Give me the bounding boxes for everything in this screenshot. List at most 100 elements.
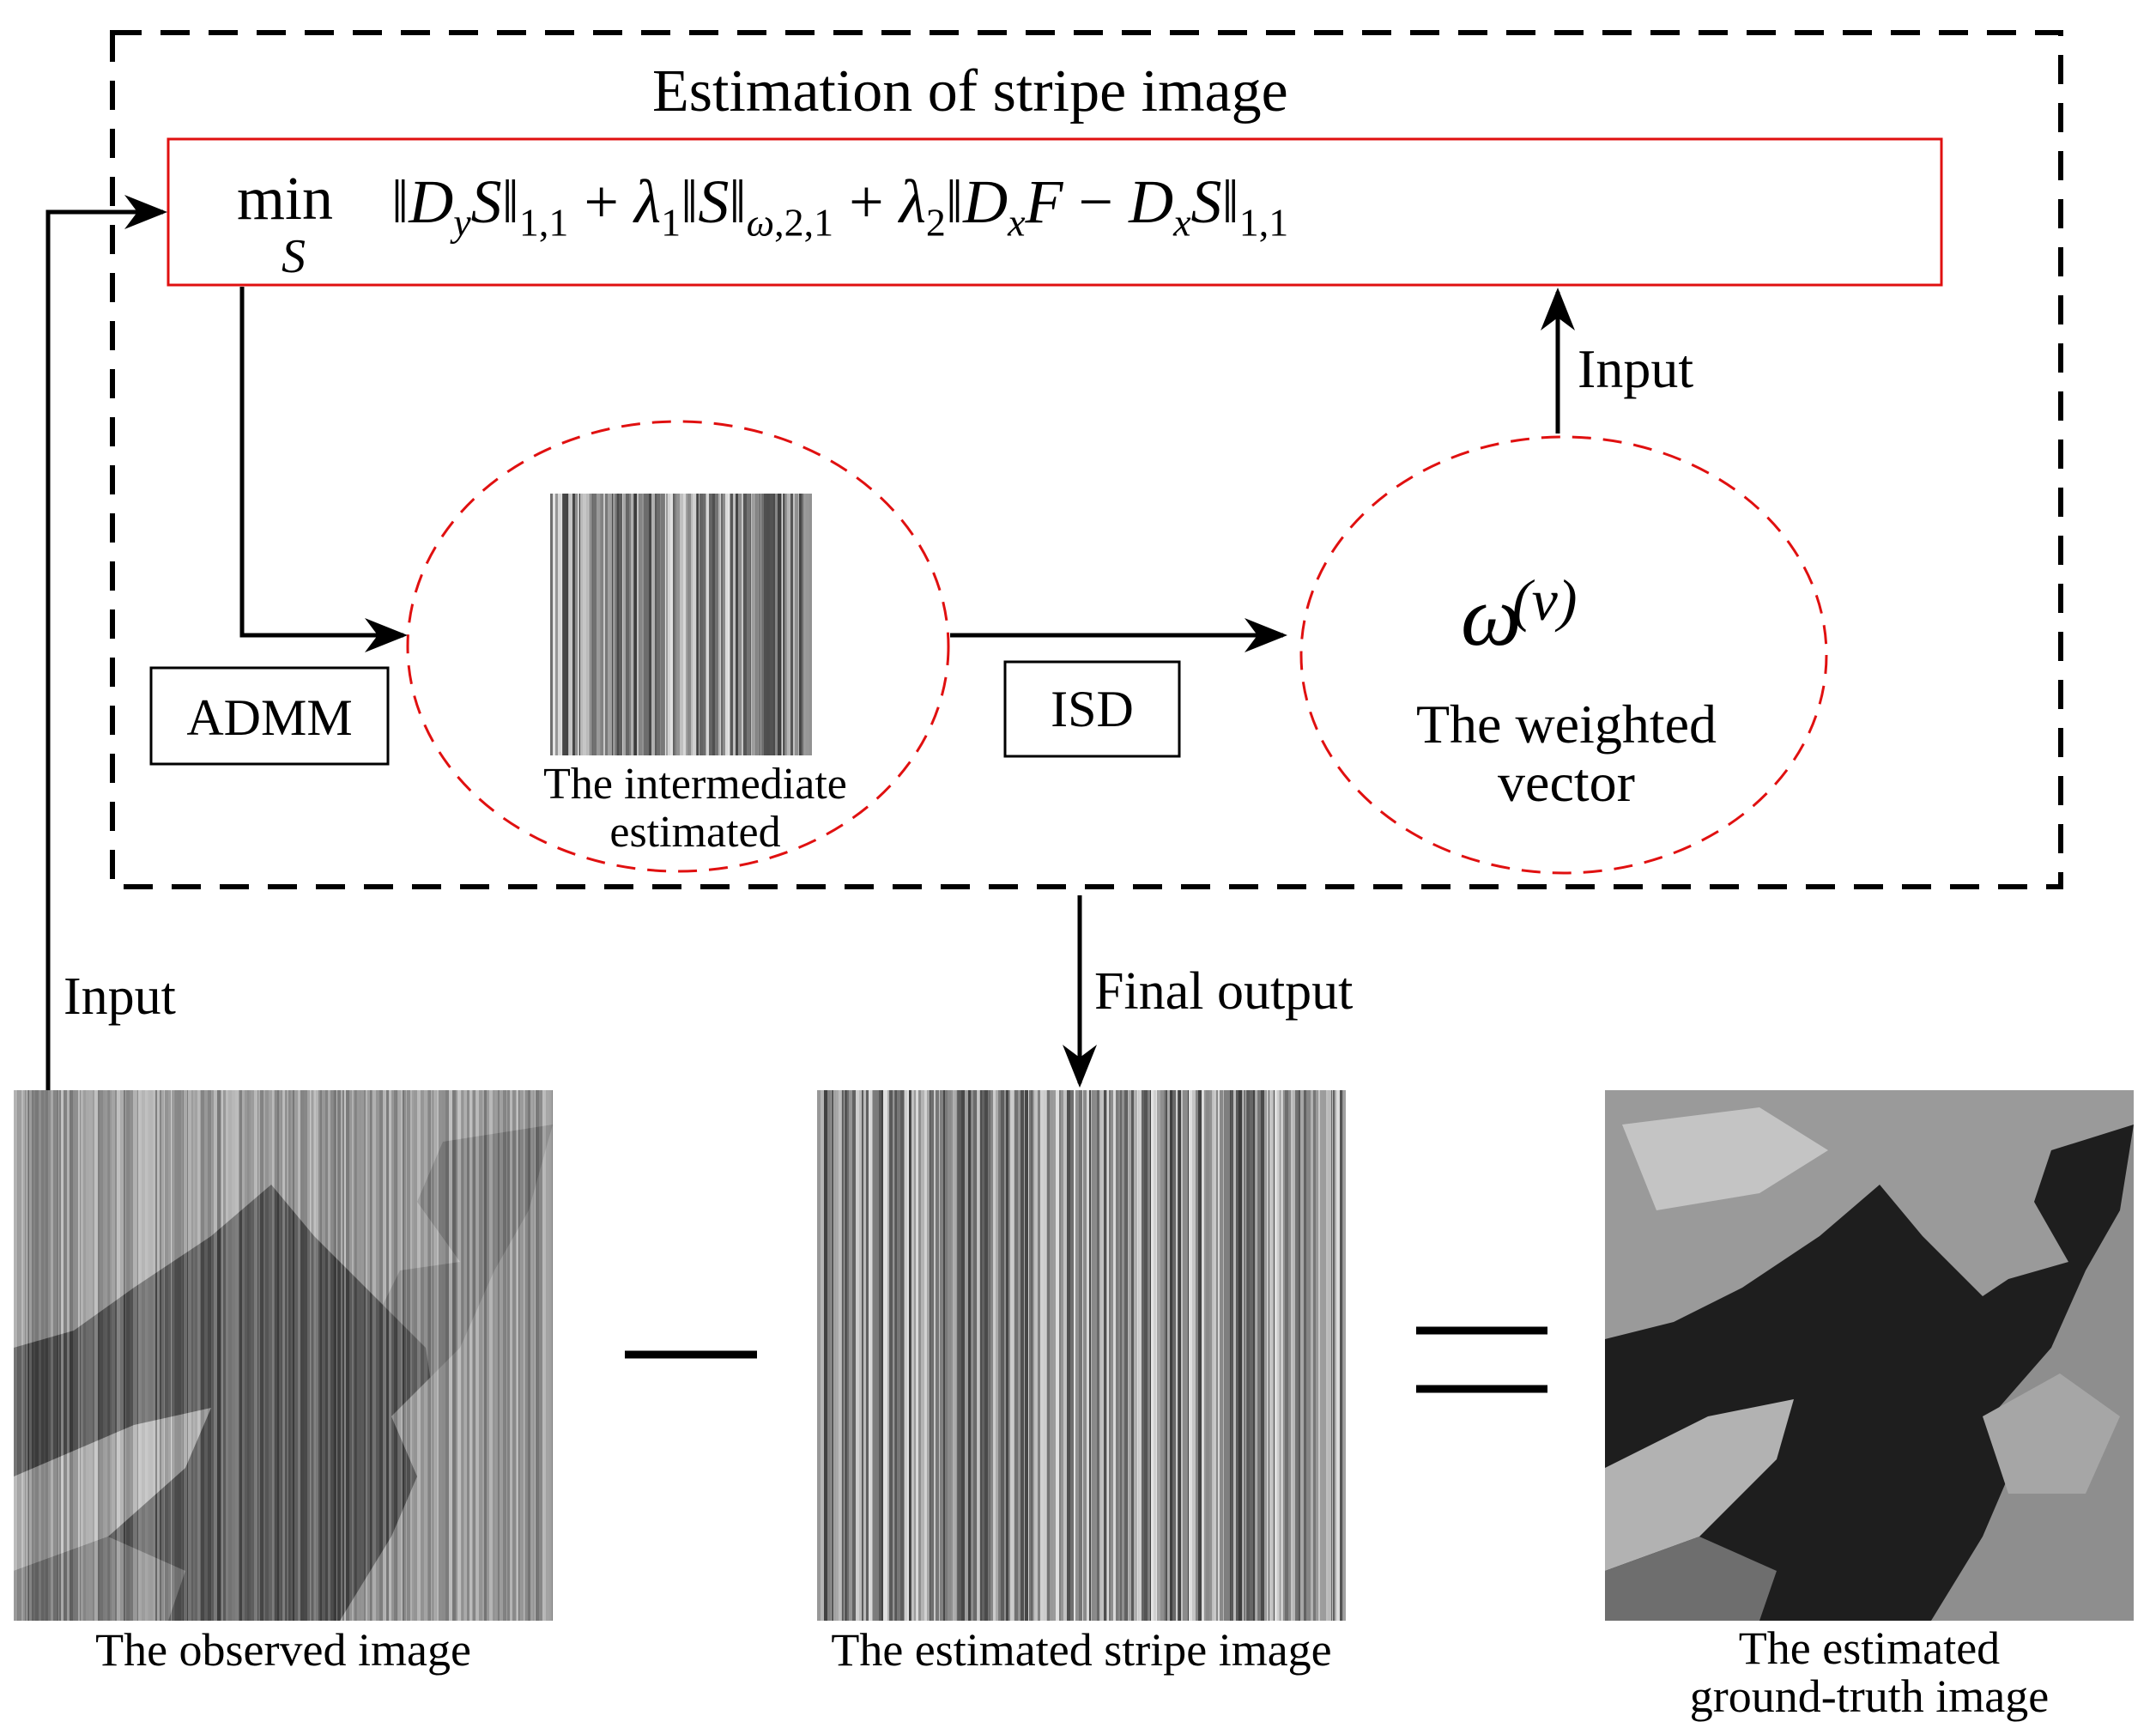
- stripe-column: [110, 1090, 112, 1621]
- stripe-column: [1297, 1090, 1299, 1621]
- stripe-column: [247, 1090, 249, 1621]
- stripe-column: [1014, 1090, 1018, 1621]
- stripe-column: [193, 1090, 195, 1621]
- stripe-column: [778, 494, 780, 755]
- stripe-column: [770, 494, 773, 755]
- stripe-column: [1229, 1090, 1230, 1621]
- stripe-column: [442, 1090, 445, 1621]
- stripe-column: [221, 1090, 223, 1621]
- stripe-column: [475, 1090, 476, 1621]
- stripe-column: [336, 1090, 337, 1621]
- stripe-column: [59, 1090, 61, 1621]
- formula-box: [167, 137, 1943, 287]
- stripe-column: [469, 1090, 472, 1621]
- stripe-column: [859, 1090, 862, 1621]
- stripe-column: [1328, 1090, 1331, 1621]
- stripe-column: [457, 1090, 461, 1621]
- stripe-column: [900, 1090, 904, 1621]
- stripe-column: [943, 1090, 944, 1621]
- stripe-column: [520, 1090, 524, 1621]
- stripe-column: [165, 1090, 168, 1621]
- stripe-column: [1156, 1090, 1157, 1621]
- stripe-column: [1122, 1090, 1124, 1621]
- stripe-column: [41, 1090, 44, 1621]
- stripe-column: [1056, 1090, 1059, 1621]
- stripe-column: [536, 1090, 539, 1621]
- stripe-column: [298, 1090, 300, 1621]
- stripe-column: [56, 1090, 57, 1621]
- stripe-column: [211, 1090, 212, 1621]
- stripe-column: [655, 494, 657, 755]
- isd-label: ISD: [1051, 681, 1134, 737]
- stripe-column: [1137, 1090, 1138, 1621]
- stripe-column: [936, 1090, 939, 1621]
- stripe-column: [512, 1090, 516, 1621]
- stripe-column: [498, 1090, 500, 1621]
- stripe-column: [437, 1090, 439, 1621]
- stripe-column: [583, 494, 586, 755]
- stripe-column: [379, 1090, 383, 1621]
- stripe-column: [80, 1090, 81, 1621]
- stripe-column: [1089, 1090, 1091, 1621]
- stripe-column: [1268, 1090, 1269, 1621]
- stripe-column: [1198, 1090, 1202, 1621]
- stripe-column: [1109, 1090, 1111, 1621]
- stripe-column: [836, 1090, 839, 1621]
- stripe-column: [226, 1090, 228, 1621]
- stripe-column: [911, 1090, 914, 1621]
- stripe-column: [1223, 1090, 1224, 1621]
- stripe-column: [312, 1090, 314, 1621]
- stripe-column: [1044, 1090, 1045, 1621]
- stripe-column: [785, 494, 787, 755]
- stripe-column: [452, 1090, 456, 1621]
- stripe-column: [412, 1090, 414, 1621]
- stripe-column: [214, 1090, 217, 1621]
- stripe-column: [376, 1090, 379, 1621]
- stripe-column: [764, 494, 766, 755]
- stripe-column: [990, 1090, 991, 1621]
- stripe-column: [108, 1090, 110, 1621]
- stripe-column: [939, 1090, 940, 1621]
- stripe-column: [1116, 1090, 1118, 1621]
- stripe-column: [507, 1090, 510, 1621]
- stripe-column: [914, 1090, 916, 1621]
- stripe-column: [285, 1090, 287, 1621]
- stripe-column: [328, 1090, 330, 1621]
- stripe-column: [875, 1090, 879, 1621]
- stripe-column: [733, 494, 736, 755]
- stripe-column: [1087, 1090, 1089, 1621]
- stripe-column: [314, 1090, 316, 1621]
- stripe-column: [400, 1090, 401, 1621]
- stripe-column: [904, 1090, 905, 1621]
- stripe-column: [83, 1090, 86, 1621]
- stripe-column: [924, 1090, 927, 1621]
- estimation-dashed-frame: [110, 30, 2063, 889]
- stripe-column: [773, 494, 775, 755]
- stripe-column: [790, 494, 793, 755]
- stripe-column: [600, 494, 601, 755]
- stripe-column: [279, 1090, 280, 1621]
- stripe-column: [191, 1090, 193, 1621]
- stripe-column: [909, 1090, 911, 1621]
- stripe-column: [1220, 1090, 1223, 1621]
- stripe-column: [1151, 1090, 1154, 1621]
- stripe-column: [1183, 1090, 1186, 1621]
- stripe-column: [664, 494, 665, 755]
- stripe-column: [1138, 1090, 1139, 1621]
- stripe-column: [781, 494, 782, 755]
- stripe-column: [1074, 1090, 1075, 1621]
- stripe-column: [1092, 1090, 1094, 1621]
- stripe-column: [806, 494, 809, 755]
- stripe-column: [699, 494, 703, 755]
- stripe-column: [728, 494, 730, 755]
- stripe-column: [155, 1090, 157, 1621]
- stripe-column: [1134, 1090, 1137, 1621]
- stripe-column: [254, 1090, 257, 1621]
- stripe-column: [1242, 1090, 1245, 1621]
- stripe-column: [676, 494, 680, 755]
- stripe-column: [1306, 1090, 1308, 1621]
- stripe-column: [245, 1090, 247, 1621]
- intermediate-label-line2: estimated: [609, 808, 781, 857]
- stripe-column: [730, 494, 733, 755]
- stripe-column: [484, 1090, 487, 1621]
